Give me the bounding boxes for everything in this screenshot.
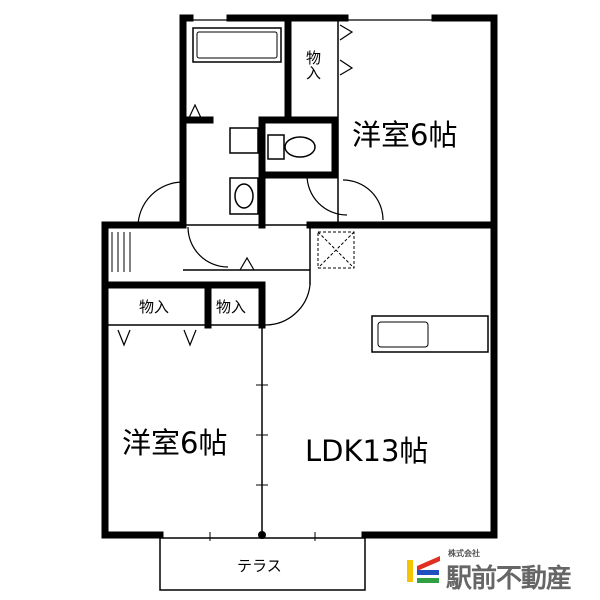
- logo-name: 駅前不動産: [446, 564, 572, 594]
- logo-mark: [407, 556, 440, 583]
- logo-company-type: 株式会社: [448, 549, 480, 558]
- terrace-label: テラス: [237, 557, 282, 575]
- kitchen-counter: [371, 315, 489, 353]
- closet-label-mid: 物入: [216, 298, 247, 316]
- bathtub: [192, 27, 282, 63]
- washbasin: [229, 177, 259, 215]
- closet-label-top: 物入: [304, 50, 322, 80]
- room-label-western-left: 洋室6帖: [122, 426, 228, 460]
- room-label-ldk: LDK13帖: [305, 434, 429, 468]
- closet-label-left: 物入: [139, 298, 170, 316]
- toilet: [267, 134, 285, 160]
- room-label-western-top: 洋室6帖: [352, 118, 458, 152]
